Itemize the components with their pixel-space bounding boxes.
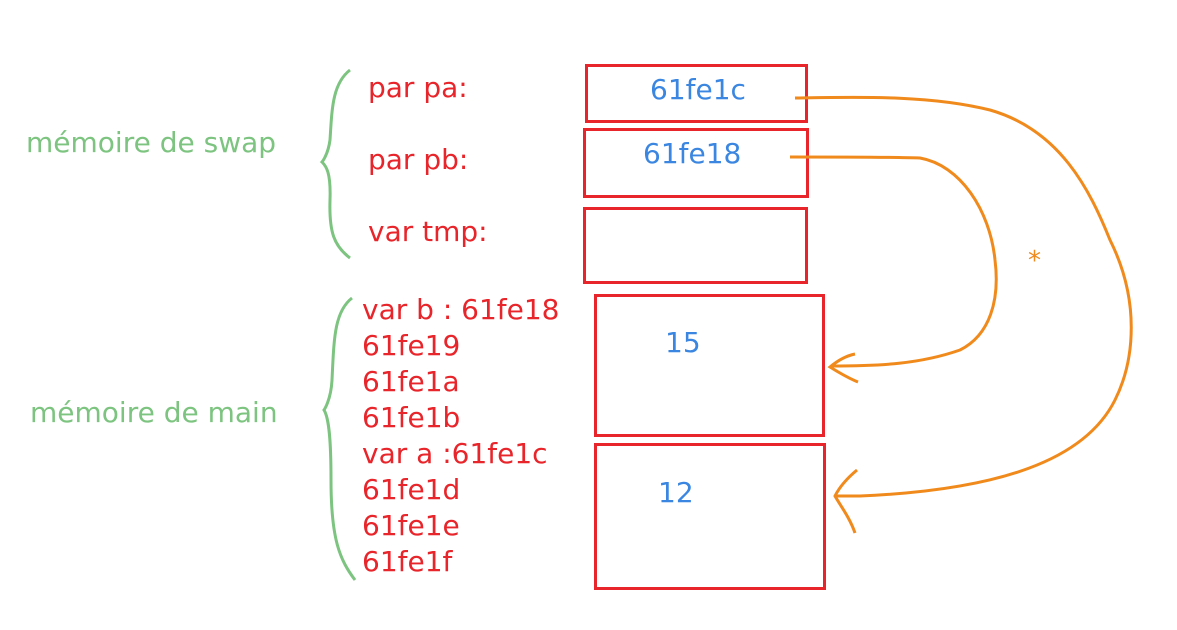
box-pb — [583, 128, 809, 198]
main-label-row: var b : 61fe18 — [362, 293, 560, 326]
box-tmp — [583, 207, 808, 284]
main-label-row: var a :61fe1c — [362, 437, 548, 470]
main-section-label: mémoire de main — [30, 396, 278, 429]
main-label-row: 61fe1d — [362, 473, 461, 506]
label-par-pa: par pa: — [368, 71, 468, 104]
value-pa: 61fe1c — [650, 73, 746, 106]
main-label-row: 61fe19 — [362, 329, 461, 362]
label-var-tmp: var tmp: — [368, 215, 488, 248]
value-var-a: 12 — [658, 476, 694, 509]
arrowhead-b — [827, 352, 859, 384]
arrow-pa-to-a — [794, 95, 1133, 498]
swap-brace — [319, 68, 351, 260]
main-label-row: 61fe1f — [362, 545, 453, 578]
value-pb: 61fe18 — [643, 137, 742, 170]
dereference-marker: * — [1028, 246, 1041, 276]
box-var-a — [594, 443, 826, 590]
arrowhead-a — [833, 468, 858, 534]
value-var-b: 15 — [665, 326, 701, 359]
swap-section-label: mémoire de swap — [26, 126, 277, 159]
main-label-row: 61fe1a — [362, 365, 460, 398]
main-brace — [322, 296, 357, 581]
main-label-row: 61fe1e — [362, 509, 460, 542]
main-label-row: 61fe1b — [362, 401, 461, 434]
arrow-pb-to-b — [789, 155, 998, 368]
box-pa — [585, 64, 808, 123]
label-par-pb: par pb: — [368, 143, 469, 176]
box-var-b — [594, 294, 825, 437]
